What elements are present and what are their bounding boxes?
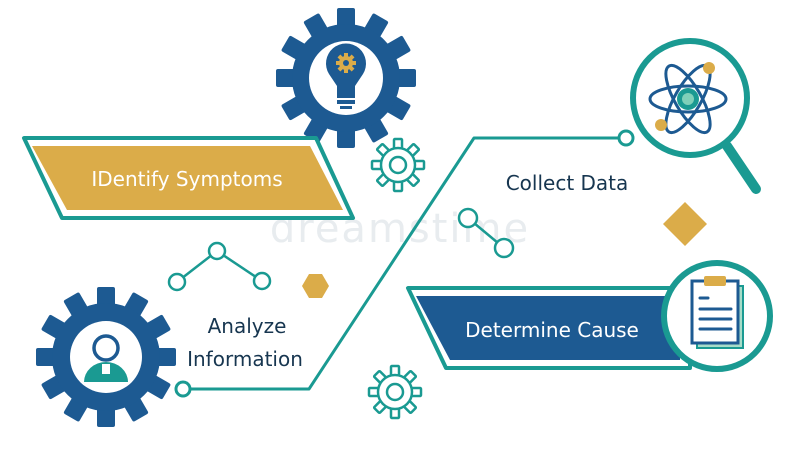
step-analyze-label-line-2: Information (187, 347, 303, 371)
determine-cause-banner: Determine Cause (406, 286, 692, 370)
clipboard-icon (661, 260, 773, 372)
molecule-icon (457, 207, 515, 259)
identify-symptoms-banner: IDentify Symptoms (22, 136, 355, 220)
person-gear-icon (36, 287, 176, 427)
step-analyze-label-line-1: Analyze (208, 314, 287, 338)
step-identify-label: IDentify Symptoms (91, 167, 282, 191)
step-collect-label: Collect Data (506, 171, 629, 195)
small-gear-icon (367, 364, 423, 420)
process-connector-line (174, 129, 635, 398)
atom-magnifier-icon (630, 38, 761, 194)
step-determine-label: Determine Cause (465, 318, 639, 342)
hexagon-shape (302, 274, 329, 298)
small-gear-icon (370, 137, 426, 193)
diamond-shape (663, 202, 707, 246)
lightbulb-gear-icon (276, 8, 416, 148)
molecule-icon (167, 241, 272, 292)
